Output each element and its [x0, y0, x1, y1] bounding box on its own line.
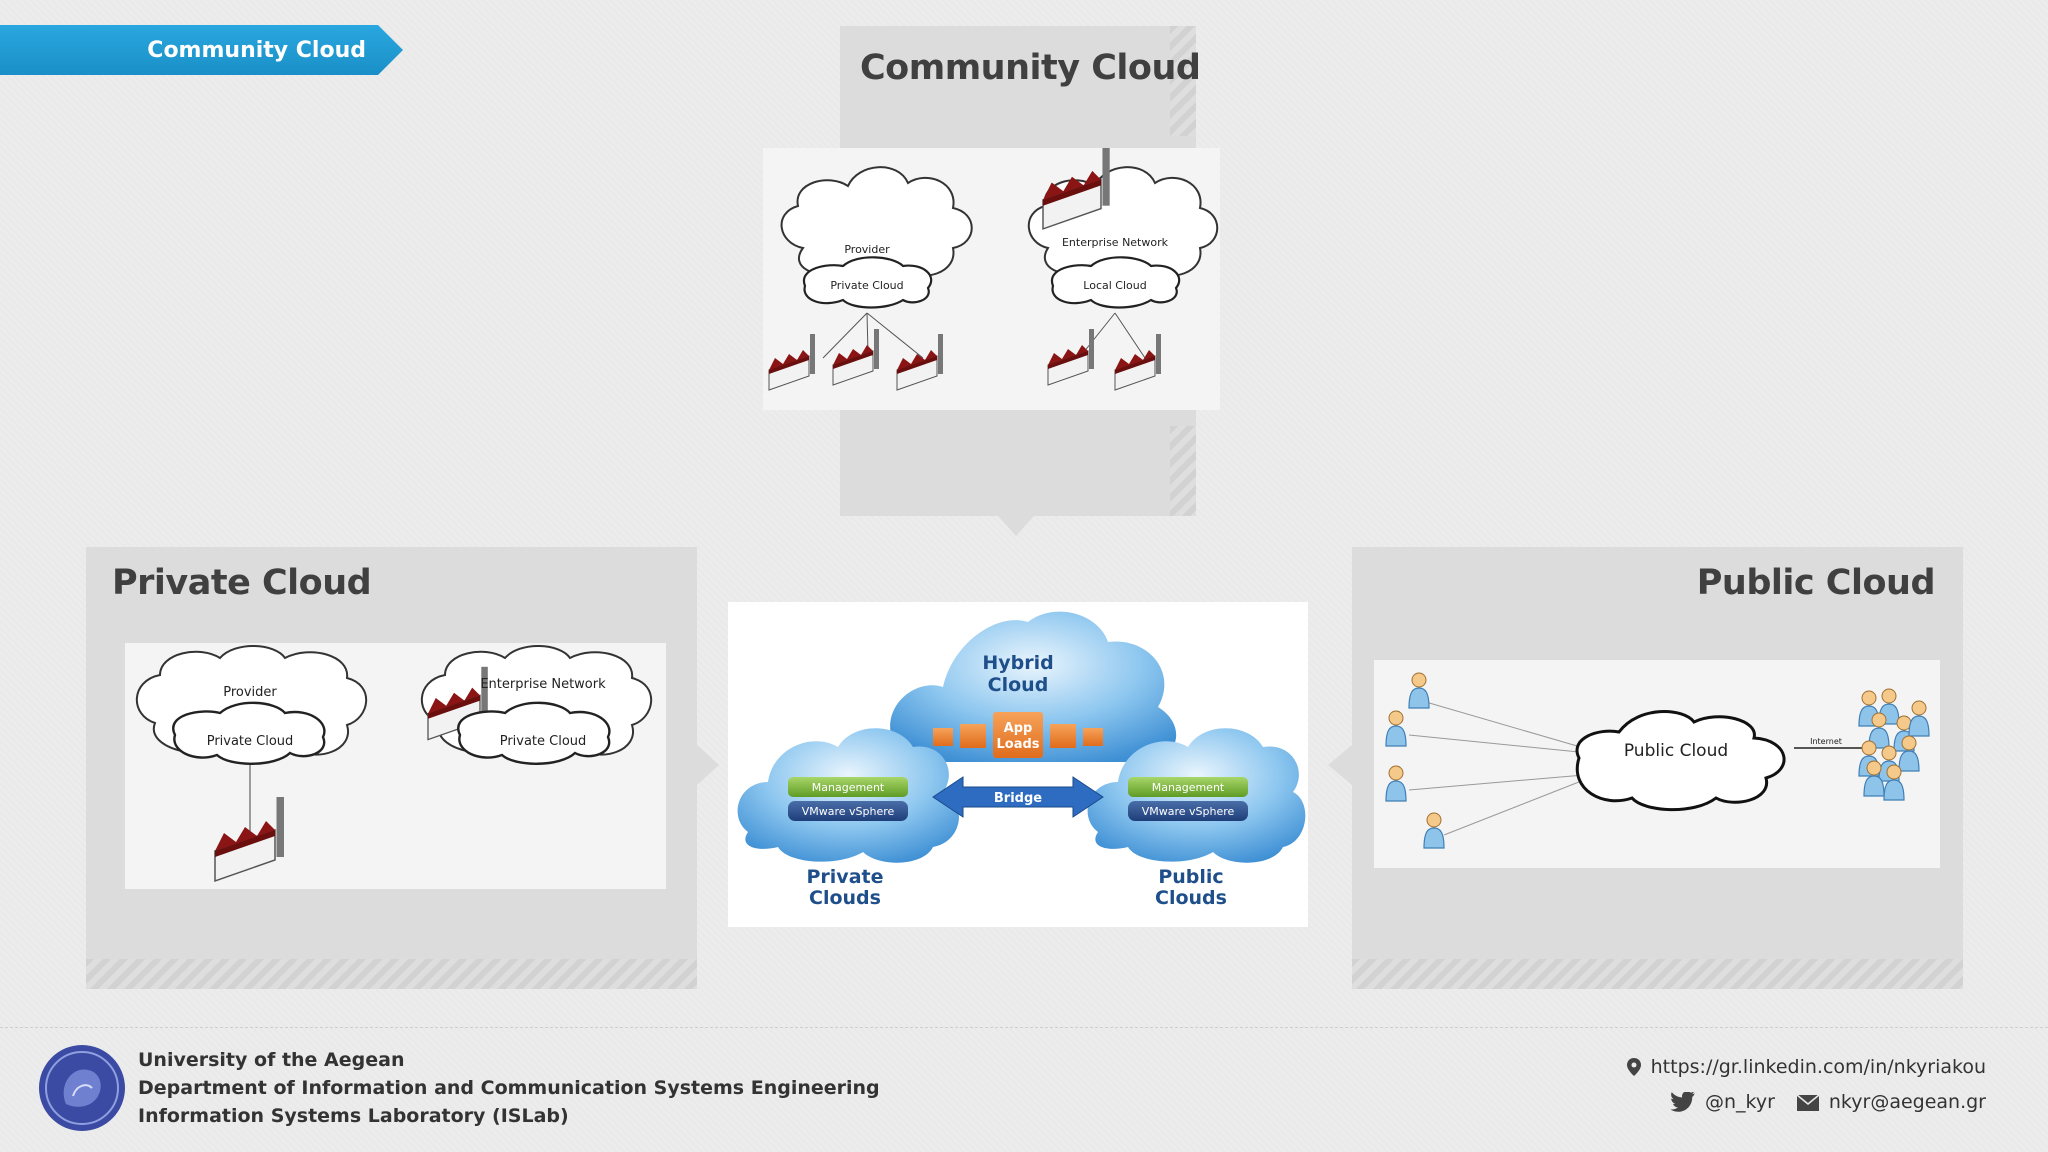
community-diagram-svg: Provider Private Cloud Enterprise Networ… — [768, 146, 1219, 391]
public-clouds-1: Public — [1158, 866, 1223, 888]
section-tag: Community Cloud — [0, 25, 403, 75]
user-icon — [1385, 765, 1407, 802]
load-box — [933, 728, 953, 746]
user-icon — [1883, 764, 1905, 801]
footer-line-3: Information Systems Laboratory (ISLab) — [138, 1105, 569, 1127]
public-title: Public Cloud — [1696, 563, 1936, 603]
linkedin-url[interactable]: https://gr.linkedin.com/in/nkyriakou — [1650, 1056, 1986, 1078]
left-mgmt-label: Management — [812, 781, 885, 794]
app-loads-box — [993, 712, 1043, 758]
factory-icon — [768, 333, 816, 391]
provider-label: Provider — [223, 685, 277, 700]
public-clouds-2: Clouds — [1155, 887, 1227, 909]
section-tag-label: Community Cloud — [147, 37, 366, 63]
envelope-icon — [1796, 1094, 1820, 1111]
footer-divider — [0, 1027, 2048, 1028]
public-diagram-svg: Public Cloud Internet — [1385, 672, 1930, 849]
community-title: Community Cloud — [860, 48, 1201, 88]
private-diagram-svg: Provider Private Cloud Enterprise Networ… — [135, 645, 653, 882]
user-icon — [1408, 672, 1430, 709]
private-diagram: Provider Private Cloud Enterprise Networ… — [125, 643, 666, 889]
management-bar — [1128, 777, 1248, 797]
panel-hatch — [1170, 26, 1196, 136]
load-box — [1050, 724, 1076, 748]
public-cloud-label: Public Cloud — [1624, 741, 1728, 761]
user-icon — [1908, 700, 1930, 737]
vsphere-bar — [788, 801, 908, 821]
university-logo — [38, 1044, 126, 1132]
vsphere-bar — [1128, 801, 1248, 821]
bridge-label: Bridge — [994, 791, 1042, 806]
provider-label: Provider — [844, 243, 890, 256]
hybrid-title-2: Cloud — [988, 674, 1049, 696]
private-cloud-label-2: Private Cloud — [500, 734, 587, 749]
factory-icon — [1114, 333, 1162, 391]
footer-line-2: Department of Information and Communicat… — [138, 1077, 880, 1099]
right-vm-label: VMware vSphere — [1142, 805, 1235, 818]
private-clouds-2: Clouds — [809, 887, 881, 909]
app-loads-1: App — [1004, 721, 1033, 736]
enterprise-network-label: Enterprise Network — [480, 677, 606, 692]
public-diagram: Public Cloud Internet — [1374, 660, 1940, 868]
private-clouds-1: Private — [807, 866, 884, 888]
public-cloud-shape — [1575, 710, 1786, 812]
factory-icon — [832, 328, 880, 386]
enterprise-network-label: Enterprise Network — [1062, 236, 1169, 249]
user-icon — [1423, 812, 1445, 849]
hybrid-diagram-svg: Hybrid Cloud App Loads Bridge Management… — [737, 611, 1306, 909]
private-title: Private Cloud — [112, 563, 372, 603]
panel-hatch — [1352, 959, 1963, 989]
hybrid-diagram: Hybrid Cloud App Loads Bridge Management… — [728, 602, 1308, 927]
load-box — [960, 724, 986, 748]
app-loads-2: Loads — [996, 737, 1039, 752]
footer-institution: University of the Aegean Department of I… — [138, 1046, 880, 1130]
private-cloud-label: Private Cloud — [207, 734, 294, 749]
contact-row: @n_kyr nkyr@aegean.gr — [1670, 1091, 1986, 1113]
public-pointer — [1328, 745, 1352, 785]
twitter-handle[interactable]: @n_kyr — [1704, 1091, 1775, 1113]
user-icon — [1898, 735, 1920, 772]
local-cloud-label: Local Cloud — [1083, 279, 1146, 292]
hybrid-title-1: Hybrid — [982, 652, 1053, 674]
panel-hatch — [1170, 426, 1196, 516]
internet-label: Internet — [1810, 737, 1842, 746]
bridge-arrow — [932, 776, 1104, 818]
user-icon — [1385, 710, 1407, 747]
right-mgmt-label: Management — [1152, 781, 1225, 794]
community-diagram: Provider Private Cloud Enterprise Networ… — [763, 146, 1220, 410]
private-pointer — [697, 745, 719, 785]
factory-icon — [1047, 328, 1095, 386]
linkedin-row[interactable]: https://gr.linkedin.com/in/nkyriakou — [1626, 1056, 1986, 1078]
load-box — [1083, 728, 1103, 746]
private-cloud-label: Private Cloud — [830, 279, 903, 292]
left-vm-label: VMware vSphere — [802, 805, 895, 818]
email-address[interactable]: nkyr@aegean.gr — [1828, 1091, 1986, 1113]
management-bar — [788, 777, 908, 797]
panel-hatch — [86, 959, 697, 989]
community-pointer — [998, 516, 1034, 536]
twitter-bird-icon — [1670, 1091, 1695, 1112]
footer-line-1: University of the Aegean — [138, 1049, 405, 1071]
location-pin-icon — [1626, 1058, 1641, 1076]
